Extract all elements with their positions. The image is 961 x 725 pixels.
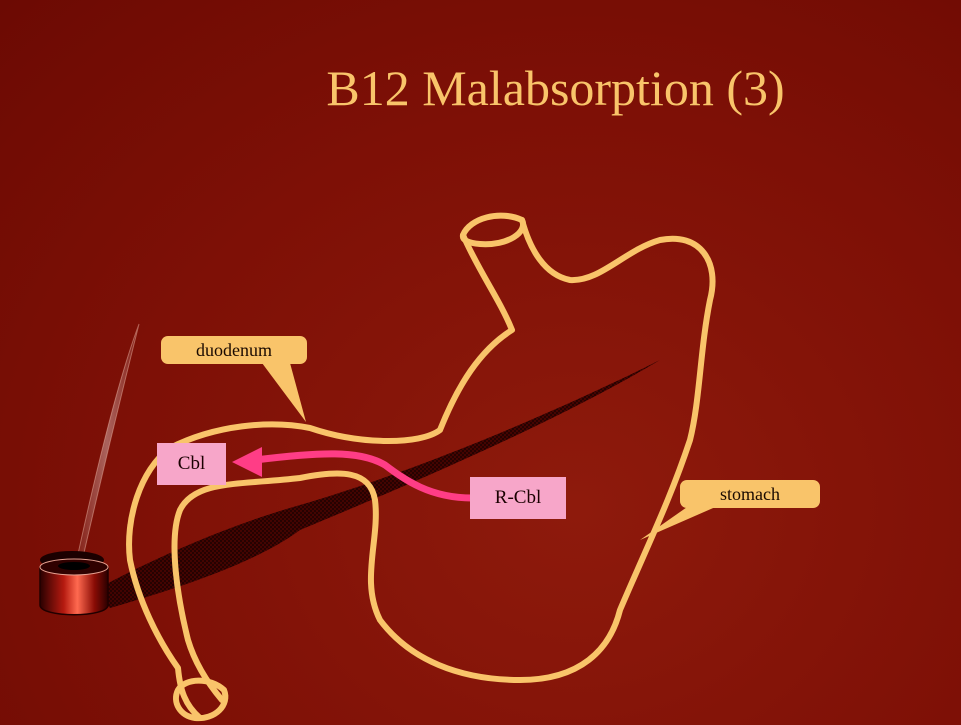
stomach-callout-pointer <box>640 505 720 540</box>
stomach-callout: stomach <box>680 480 820 508</box>
quill-and-inkwell-icon <box>40 324 139 615</box>
transport-arrowhead <box>232 447 262 477</box>
duodenum-callout-pointer <box>262 363 306 422</box>
cbl-label-box: Cbl <box>157 443 226 485</box>
r-cbl-label-box: R-Cbl <box>470 477 566 519</box>
duodenum-callout: duodenum <box>161 336 307 364</box>
